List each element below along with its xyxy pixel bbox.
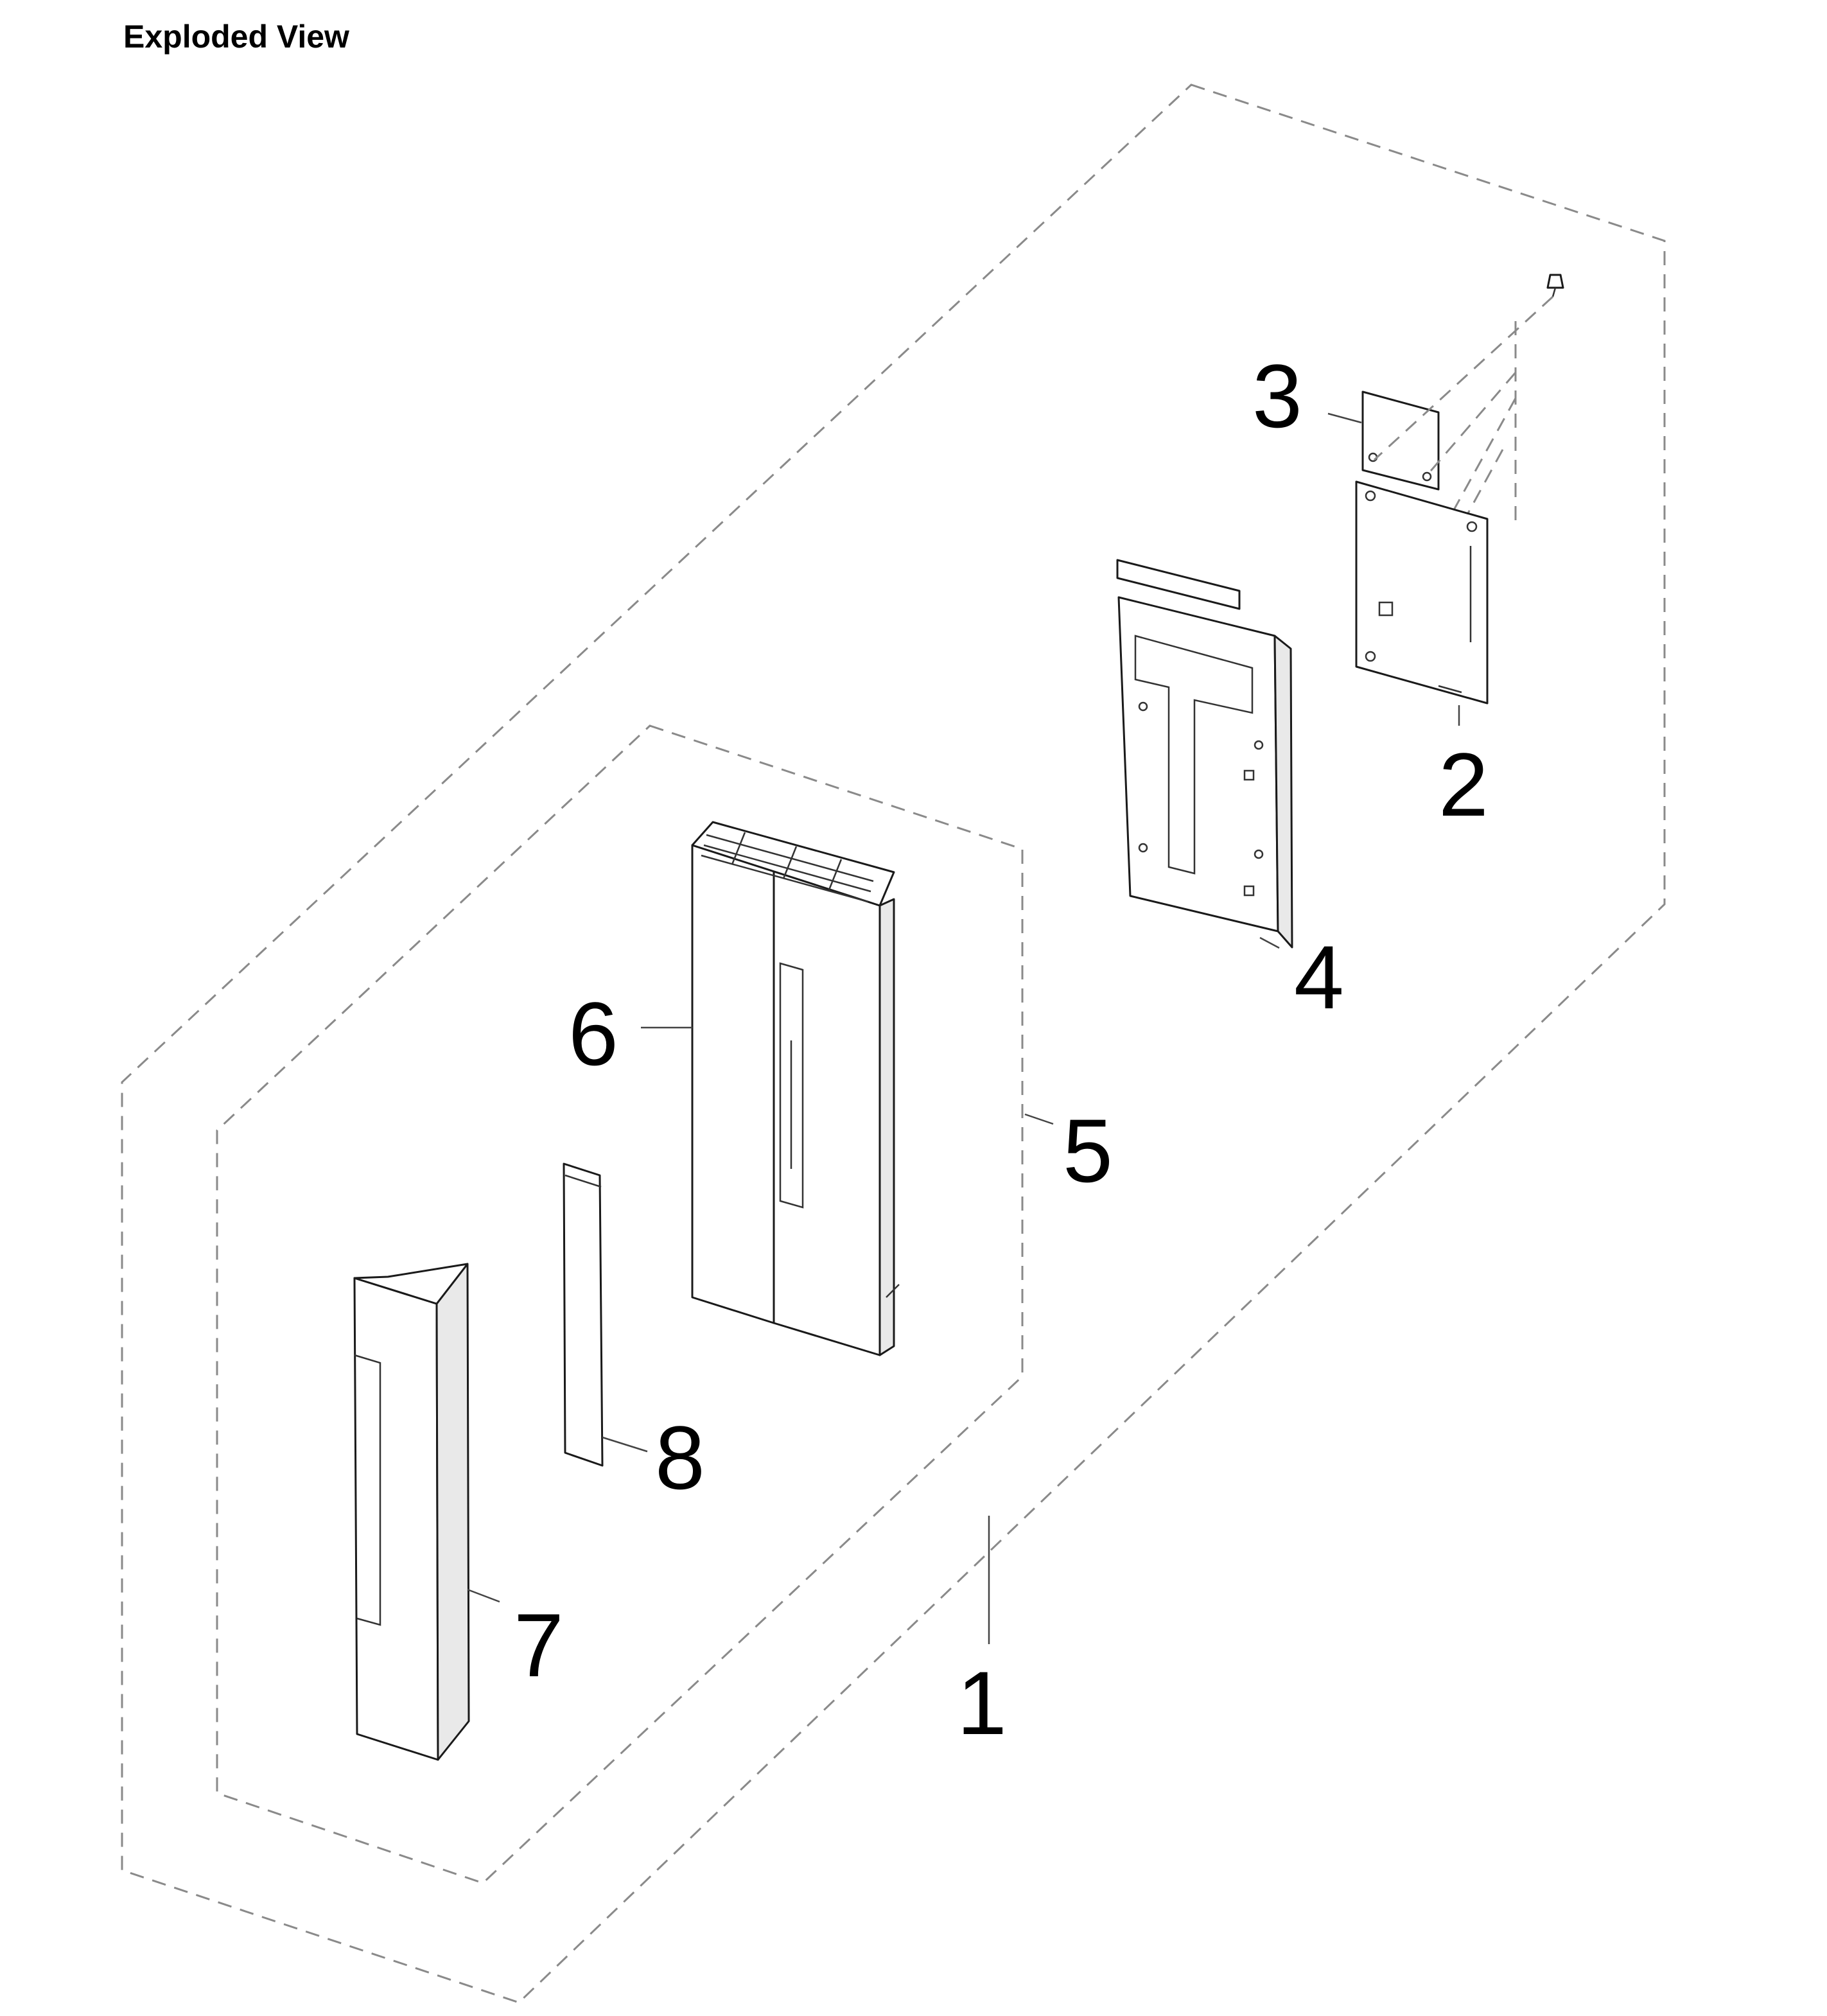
part-3-small-board [1361, 390, 1440, 491]
callout-2: 2 [1438, 734, 1489, 835]
part-8-strip [563, 1162, 604, 1467]
callout-3: 3 [1252, 346, 1302, 446]
part-7-trim [353, 1263, 470, 1761]
callout-4: 4 [1294, 927, 1344, 1028]
callout-6: 6 [568, 983, 618, 1084]
part-6-cover [691, 821, 900, 1356]
part-2-main-board [1355, 480, 1489, 705]
assembly-1-boundary [121, 83, 1666, 2004]
callout-5: 5 [1063, 1100, 1113, 1201]
screw-icon [1546, 274, 1564, 297]
vent-grille [701, 832, 874, 903]
page-title: Exploded View [123, 19, 349, 55]
part-4-bracket [1116, 559, 1293, 949]
callout-7: 7 [514, 1595, 564, 1696]
callout-1: 1 [957, 1652, 1007, 1753]
callout-8: 8 [655, 1407, 705, 1508]
assembly-5-boundary [216, 724, 1024, 1884]
leader-lines [467, 412, 1460, 1644]
